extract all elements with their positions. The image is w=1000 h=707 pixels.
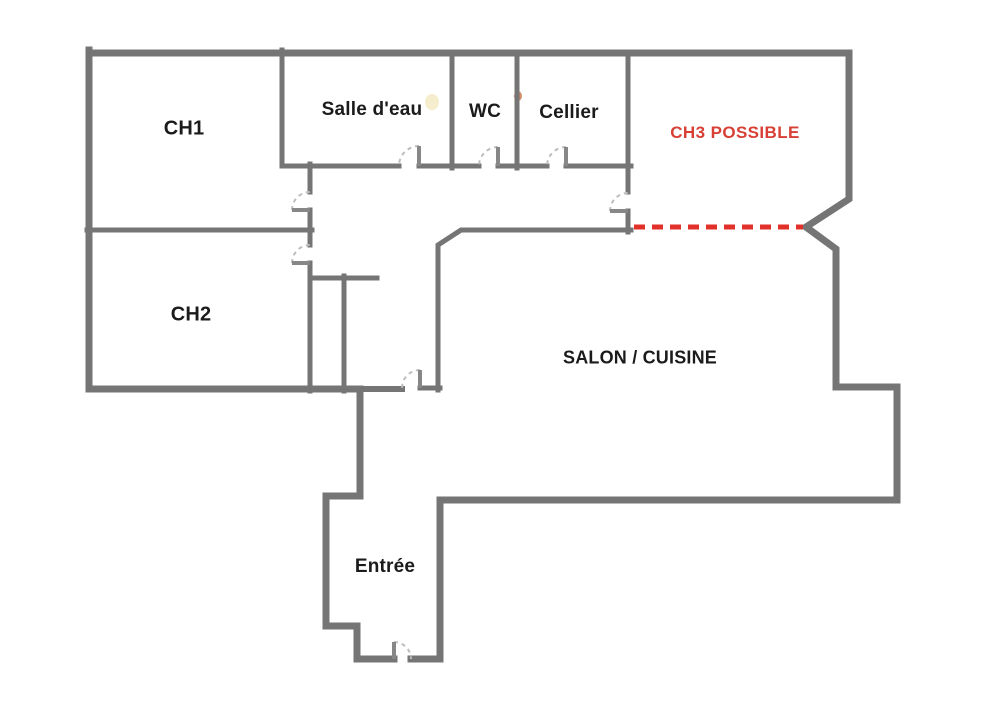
door-ch2-swing-arc (291, 244, 311, 264)
door-cellier-swing-arc (546, 146, 567, 167)
room-label-cellier: Cellier (539, 102, 599, 123)
door-ch1-swing-arc (291, 191, 311, 211)
door-salon-hall-swing-arc (401, 369, 421, 389)
room-label-salle-deau: Salle d'eau (321, 99, 423, 120)
wall-segment (435, 227, 634, 393)
wall-segment (279, 47, 402, 169)
door-ch3-swing-arc (609, 192, 629, 212)
room-label-wc: WC (468, 101, 502, 122)
stain-artifact (425, 94, 439, 110)
room-label-ch3-possible: CH3 POSSIBLE (670, 123, 800, 142)
room-label-ch2: CH2 (170, 303, 212, 326)
wall-segment (85, 46, 398, 663)
room-label-ch1: CH1 (163, 117, 205, 140)
wall-segment (85, 49, 901, 663)
room-label-salon-cuisine: SALON / CUISINE (562, 347, 718, 368)
room-label-entree: Entrée (354, 556, 416, 577)
door-entree-swing-arc (393, 641, 412, 660)
door-salle-deau-swing-arc (398, 145, 420, 167)
door-wc-swing-arc (478, 146, 499, 167)
